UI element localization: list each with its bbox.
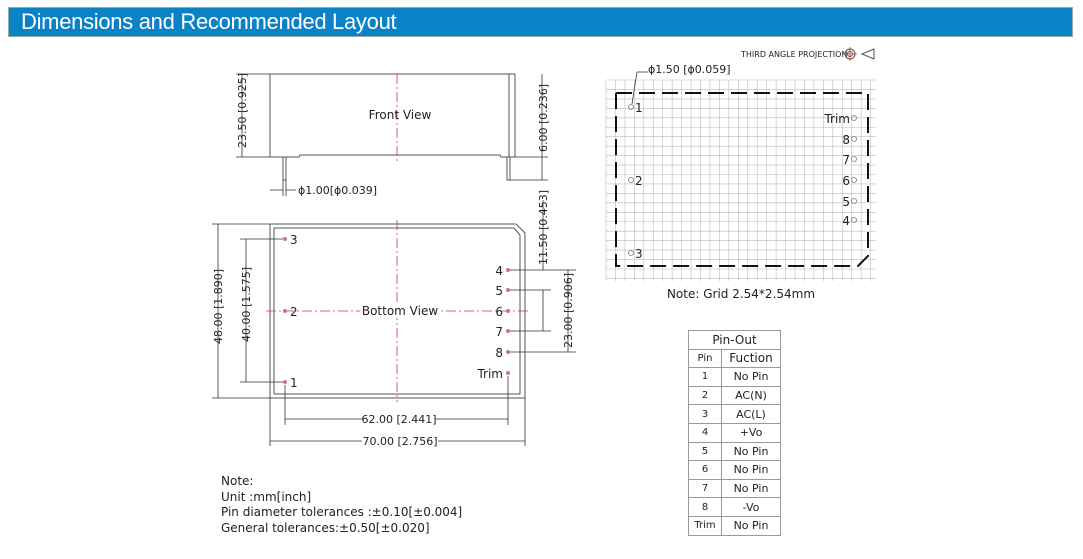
grid-note: Note: Grid 2.54*2.54mm xyxy=(667,287,815,301)
front-pin-length-dim: 6.00 [0.236] xyxy=(537,84,550,152)
front-pin-diameter-dim: ϕ1.00[ϕ0.039] xyxy=(298,184,377,197)
pin-cell: 8 xyxy=(688,497,722,517)
function-cell: No Pin xyxy=(721,460,781,480)
pin-label-1: 1 xyxy=(290,376,298,390)
function-cell: +Vo xyxy=(721,422,781,443)
function-cell: -Vo xyxy=(721,497,781,517)
pin-label-5: 5 xyxy=(495,284,503,298)
pin-cell: Trim xyxy=(688,515,722,536)
front-view-label: Front View xyxy=(369,108,432,122)
note-general-tolerance: General tolerances:±0.50[±0.020] xyxy=(221,520,430,535)
layout-pin-5: 5 xyxy=(842,195,850,209)
bottom-width-dim: 70.00 [2.756] xyxy=(362,435,437,448)
bottom-pin-width-dim: 62.00 [2.441] xyxy=(361,413,436,426)
note-pin-tolerance: Pin diameter tolerances :±0.10[±0.004] xyxy=(221,505,463,520)
function-cell: No Pin xyxy=(721,515,781,536)
bottom-view: Bottom View 3 2 1 4 5 6 7 8 Trim 48.00 [… xyxy=(212,190,576,448)
function-cell: AC(L) xyxy=(721,404,781,424)
recommended-layout: THIRD ANGLE PROJECTION ϕ1.50 [ϕ0.059] 1 … xyxy=(605,47,876,301)
layout-pin-6: 6 xyxy=(842,174,850,188)
pin-cell: 2 xyxy=(688,385,722,406)
table-row: 4+Vo xyxy=(688,422,781,443)
front-view: Front View 23.50 [0.925] 6.00 [0.236] ϕ1… xyxy=(236,73,550,197)
pin-label-trim: Trim xyxy=(476,367,503,381)
pin-label-8: 8 xyxy=(495,346,503,360)
bottom-offset-dim: 11.50 [0.453] xyxy=(537,190,550,265)
layout-pin-8: 8 xyxy=(842,133,850,147)
layout-pin-1: 1 xyxy=(635,101,643,115)
bottom-pin-span-dim: 40.00 [1.575] xyxy=(240,267,253,342)
pin-cell: 1 xyxy=(688,367,722,387)
pin-cell: 4 xyxy=(688,422,722,443)
pin-label-7: 7 xyxy=(495,325,503,339)
pin-cell: 6 xyxy=(688,460,722,480)
section-title: Dimensions and Recommended Layout xyxy=(21,9,397,34)
notes: Note: Unit :mm[inch] Pin diameter tolera… xyxy=(221,474,462,536)
third-angle-projection-icon xyxy=(843,47,875,61)
function-cell: AC(N) xyxy=(721,385,781,406)
pinout-header-pin: Pin xyxy=(688,348,722,369)
hole-diameter-dim: ϕ1.50 [ϕ0.059] xyxy=(648,63,731,76)
function-cell: No Pin xyxy=(721,441,781,462)
pin-cell: 3 xyxy=(688,404,722,424)
bottom-height-dim: 48.00 [1.890] xyxy=(212,269,225,344)
pin-label-6: 6 xyxy=(495,305,503,319)
section-header: Dimensions and Recommended Layout xyxy=(8,7,1073,37)
pin-cell: 7 xyxy=(688,478,722,499)
pin-label-4: 4 xyxy=(495,264,503,278)
table-row: 8-Vo xyxy=(688,497,781,517)
layout-pin-2: 2 xyxy=(635,174,643,188)
notes-heading: Note: xyxy=(221,474,254,488)
pinout-header-function: Fuction xyxy=(721,348,781,369)
pin-label-2: 2 xyxy=(290,305,298,319)
layout-pin-trim: Trim xyxy=(823,112,850,126)
bottom-right-span-dim: 23.00 [0.906] xyxy=(562,273,575,348)
note-unit: Unit :mm[inch] xyxy=(221,489,312,504)
layout-pin-4: 4 xyxy=(842,214,850,228)
pinout-title: Pin-Out xyxy=(688,330,781,350)
function-cell: No Pin xyxy=(721,478,781,499)
pin-cell: 5 xyxy=(688,441,722,462)
front-height-dim: 23.50 [0.925] xyxy=(236,73,249,148)
layout-grid xyxy=(605,79,876,281)
layout-pin-3: 3 xyxy=(635,247,643,261)
layout-pin-7: 7 xyxy=(842,153,850,167)
pin-label-3: 3 xyxy=(290,233,298,247)
projection-label: THIRD ANGLE PROJECTION xyxy=(740,50,847,59)
function-cell: No Pin xyxy=(721,367,781,387)
bottom-view-label: Bottom View xyxy=(362,304,438,318)
